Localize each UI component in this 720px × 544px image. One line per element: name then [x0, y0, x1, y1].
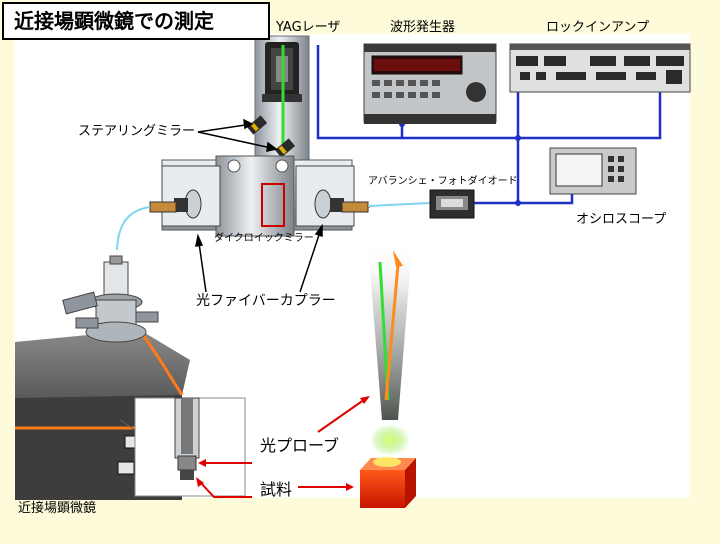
label-waveform-generator: 波形発生器: [390, 20, 456, 35]
waveform-generator: [363, 43, 497, 124]
avalanche-photodiode: [429, 189, 475, 219]
probe-inset: [119, 397, 246, 497]
label-avalanche-photodiode: アバランシェ・フォトダイオード: [368, 176, 518, 187]
label-lockin-amp: ロックインアンプ: [546, 20, 650, 35]
oscilloscope: [549, 147, 637, 195]
label-dichroic-mirror: ダイクロイックミラー: [214, 233, 314, 244]
label-nsom: 近接場顕微鏡: [18, 501, 97, 516]
label-fiber-coupler: 光ファイバーカプラー: [196, 293, 336, 309]
label-optical-probe: 光プローブ: [260, 436, 340, 455]
signal-wires: [316, 45, 662, 205]
probe-emission: [368, 245, 412, 456]
wire-junction: [515, 200, 521, 206]
label-yag-laser: YAGレーザ: [276, 20, 341, 35]
lock-in-amplifier: [509, 43, 691, 93]
label-steering-mirror: ステアリングミラー: [78, 124, 196, 139]
optical-fibers: [116, 202, 431, 251]
steering-mirrors: [246, 115, 296, 158]
nsom-head: [62, 255, 159, 343]
sample-cube: [360, 457, 416, 508]
page-title: 近接場顕微鏡での測定: [2, 2, 270, 40]
fiber-coupler-bench: [149, 155, 369, 237]
annotation-arrows: [196, 396, 370, 498]
label-oscilloscope: オシロスコープ: [576, 212, 667, 227]
label-sample: 試料: [260, 480, 293, 499]
wire-junction: [515, 135, 521, 141]
leader-lines: [195, 118, 323, 293]
